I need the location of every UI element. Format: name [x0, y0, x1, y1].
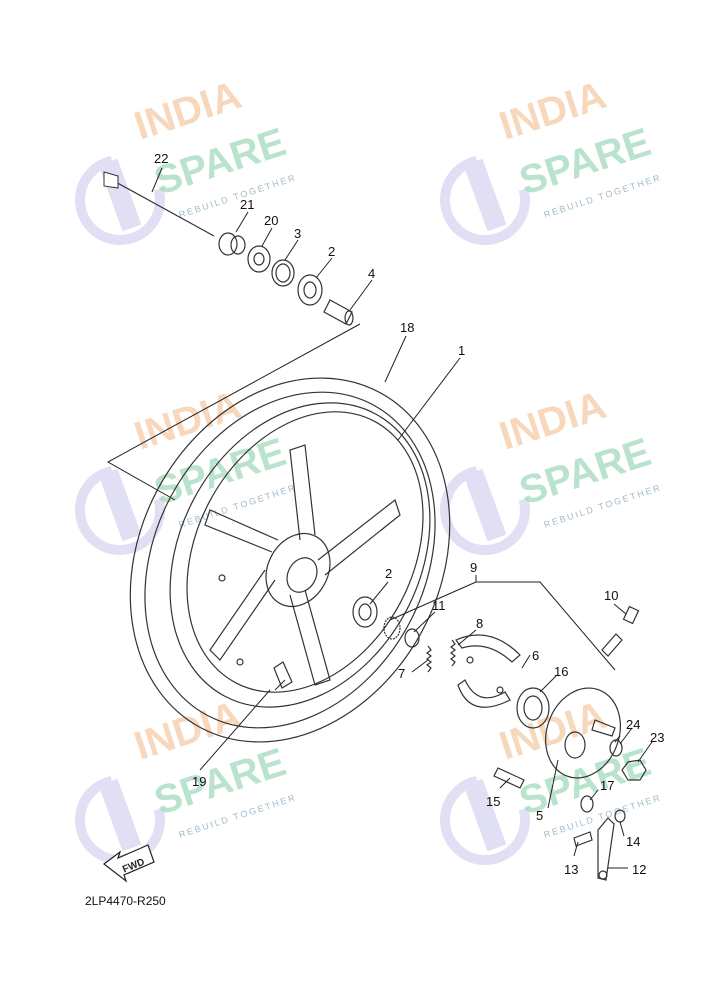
part-oil-seal	[247, 245, 271, 273]
part-meter-gear	[383, 616, 401, 640]
wrench-icon	[75, 465, 165, 555]
diagram-code: 2LP4470-R250	[85, 894, 166, 908]
part-circlip	[271, 259, 295, 287]
callout-13: 13	[564, 862, 578, 877]
callout-12: 12	[632, 862, 646, 877]
watermark-mid-right: INDIA SPARE REBUILD TOGETHER	[440, 383, 663, 555]
wrench-icon	[440, 775, 530, 865]
part-cam-15	[493, 767, 525, 789]
wrench-icon	[440, 155, 530, 245]
part-bolt-13	[573, 831, 593, 847]
callout-9: 9	[470, 560, 477, 575]
callout-3: 3	[294, 226, 301, 241]
leader-lines	[151, 167, 653, 869]
part-bearing-upper	[297, 274, 323, 306]
callout-4: 4	[368, 266, 375, 281]
callout-16: 16	[554, 664, 568, 679]
watermark-bottom-left: INDIA SPARE REBUILD TOGETHER	[75, 693, 298, 865]
callout-21: 21	[240, 197, 254, 212]
part-cam-lever	[597, 817, 615, 881]
callout-8: 8	[476, 616, 483, 631]
callout-11: 11	[432, 598, 446, 613]
part-brake-shoes	[455, 634, 521, 708]
part-collar	[218, 232, 246, 256]
watermark-mid-left: INDIA SPARE REBUILD TOGETHER	[75, 383, 298, 555]
callout-10: 10	[604, 588, 618, 603]
leader-18	[106, 323, 361, 501]
part-spring-8	[450, 639, 456, 667]
callout-2-upper: 2	[328, 244, 335, 259]
callout-24: 24	[626, 717, 640, 732]
callout-2-lower: 2	[385, 566, 392, 581]
part-brake-panel	[545, 687, 621, 779]
watermark-top-right: INDIA SPARE REBUILD TOGETHER	[440, 73, 663, 245]
part-spring-7	[426, 645, 432, 673]
callout-18: 18	[400, 320, 414, 335]
callout-20: 20	[264, 213, 278, 228]
callout-5: 5	[536, 808, 543, 823]
part-washer-11	[404, 628, 420, 648]
callout-6: 6	[532, 648, 539, 663]
part-axle	[103, 171, 215, 237]
callout-17: 17	[600, 778, 614, 793]
callout-14: 14	[626, 834, 640, 849]
callout-7: 7	[398, 666, 405, 681]
part-bearing-lower	[352, 596, 378, 628]
callout-1: 1	[458, 343, 465, 358]
part-cable-fitting	[601, 605, 640, 657]
callout-15: 15	[486, 794, 500, 809]
part-spacer	[323, 299, 354, 326]
fwd-arrow-icon: FWD	[103, 844, 155, 883]
callout-22: 22	[154, 151, 168, 166]
callout-19: 19	[192, 774, 206, 789]
wrench-icon	[440, 465, 530, 555]
callout-23: 23	[650, 730, 664, 745]
part-wheel-assembly	[129, 377, 451, 743]
part-washer-24	[609, 739, 623, 757]
part-washer-17	[580, 795, 594, 813]
callouts: 22 21 20 3 2 4 18 1 9 2 11 10 8 6 7 16 2…	[154, 151, 664, 877]
part-seal-16	[516, 687, 550, 729]
